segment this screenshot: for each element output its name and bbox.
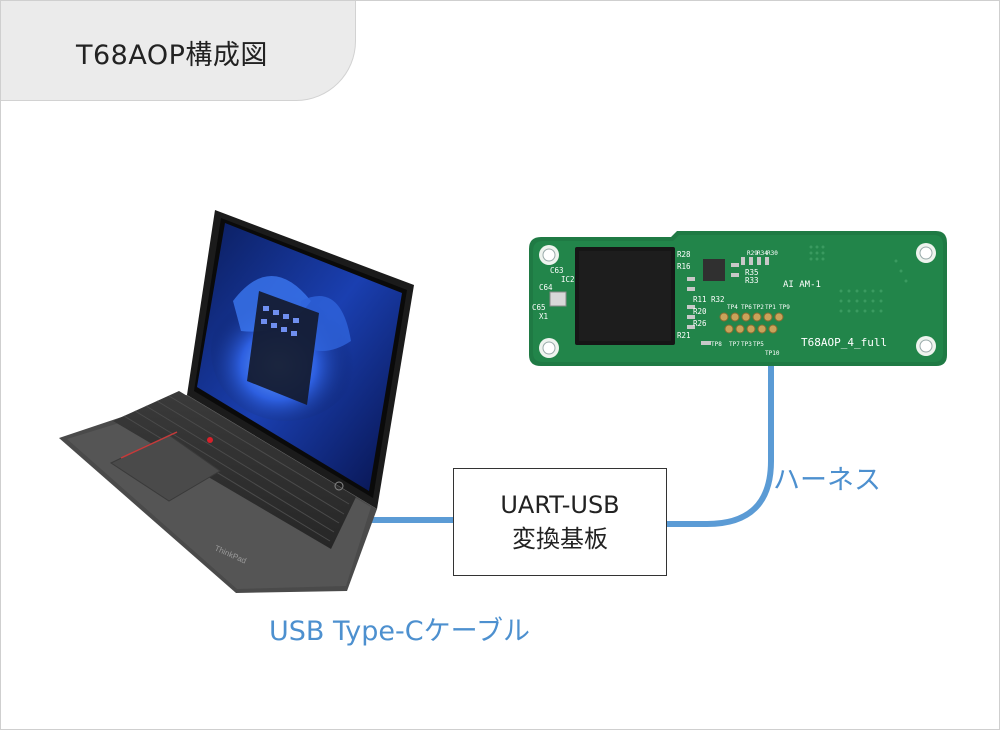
usb-cable-label: USB Type-Cケーブル bbox=[269, 616, 530, 647]
pcb-test-pads bbox=[719, 312, 784, 334]
pcb-mounting-holes bbox=[539, 243, 936, 358]
pcb-label: R28 bbox=[677, 250, 691, 259]
pcb-label: R34 bbox=[757, 250, 768, 257]
title-tab: T68AOP構成図 bbox=[1, 1, 356, 101]
pcb-label: TP10 bbox=[765, 350, 780, 357]
harness-label: ハーネス bbox=[773, 465, 881, 496]
pcb-label: TP6 bbox=[741, 304, 752, 311]
harness-cable bbox=[664, 360, 774, 527]
pcb-label: C64 bbox=[539, 283, 553, 292]
pcb-marking: AI AM-1 bbox=[783, 280, 821, 290]
pcb-label: R26 bbox=[693, 319, 707, 328]
pcb-label: R16 bbox=[677, 262, 691, 271]
pcb-label: R11 bbox=[693, 295, 707, 304]
pcb-label: C65 bbox=[532, 303, 546, 312]
pcb-board-image: R28 R16 C63 IC2 C64 C65 X1 R11 R32 R20 R… bbox=[529, 231, 947, 366]
pcb-label: TP5 bbox=[753, 341, 764, 348]
pcb-label: R20 bbox=[693, 307, 707, 316]
pcb-label: TP3 bbox=[741, 341, 752, 348]
pcb-label: TP8 bbox=[711, 341, 722, 348]
page-title: T68AOP構成図 bbox=[76, 40, 268, 71]
pcb-label: TP9 bbox=[779, 304, 790, 311]
pcb-label: R21 bbox=[677, 331, 691, 340]
laptop-keyboard bbox=[113, 391, 356, 549]
pcb-label: R29 bbox=[747, 250, 758, 257]
pcb-label: R30 bbox=[767, 250, 778, 257]
pcb-label: R33 bbox=[745, 276, 759, 285]
pcb-label: TP2 bbox=[753, 304, 764, 311]
trackpoint bbox=[207, 437, 213, 443]
pcb-label: R35 bbox=[745, 268, 759, 277]
pcb-label: IC2 bbox=[561, 275, 575, 284]
converter-box-line2: 変換基板 bbox=[512, 525, 608, 553]
pcb-label: TP7 bbox=[729, 341, 740, 348]
pcb-chip bbox=[703, 259, 725, 281]
pcb-label: X1 bbox=[539, 312, 548, 321]
uart-usb-converter-box: UART-USB 変換基板 bbox=[453, 468, 667, 576]
pcb-label: R32 bbox=[711, 295, 725, 304]
pcb-label: TP4 bbox=[727, 304, 738, 311]
laptop-image: ThinkPad bbox=[59, 210, 414, 593]
pcb-marking: T68AOP_4_full bbox=[801, 336, 887, 349]
converter-box-line1: UART-USB bbox=[500, 491, 620, 519]
pcb-label: TP1 bbox=[765, 304, 776, 311]
pcb-label: C63 bbox=[550, 266, 564, 275]
